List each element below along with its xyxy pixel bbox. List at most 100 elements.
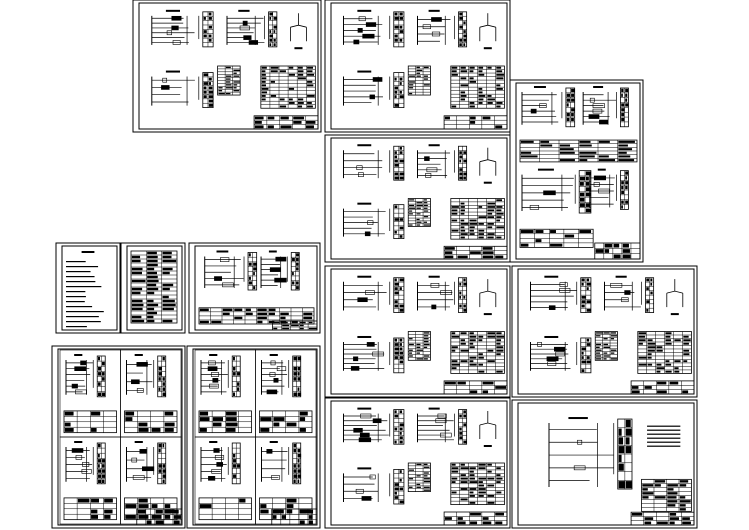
table-cell-text: [463, 414, 467, 418]
notes-text-line: [66, 266, 99, 268]
table-cell-text: [399, 427, 403, 431]
schematic-component: [248, 40, 259, 45]
table-cell-text: [222, 308, 233, 312]
table-cell-text: [158, 443, 162, 448]
table-cell-text: [520, 243, 529, 247]
table-cell-text: [451, 229, 459, 232]
table-cell-text: [268, 308, 276, 312]
drawing-sheet[interactable]: [51, 345, 186, 529]
table-cell-text: [657, 521, 668, 525]
table-cell-text: [293, 469, 297, 473]
table-cell-text: [394, 487, 399, 491]
table-cell-text: [679, 508, 686, 511]
schematic-component: [365, 22, 377, 27]
drawing-sheet[interactable]: [186, 345, 321, 529]
table-cell-text: [621, 113, 625, 117]
table-cell-text: [280, 320, 287, 324]
table-cell-text: [297, 367, 301, 371]
drawing-sheet[interactable]: [55, 242, 121, 334]
table-cell-text: [299, 417, 306, 421]
schematic-component: [431, 304, 437, 310]
table-cell-text: [158, 387, 161, 391]
table-cell-text: [394, 172, 399, 176]
table-cell-text: [131, 319, 145, 323]
table-cell-text: [423, 66, 429, 69]
note-text-line: [647, 433, 681, 435]
drawing-sheet[interactable]: [324, 0, 511, 133]
table-cell-text: [233, 367, 236, 371]
drawing-sheet[interactable]: [120, 242, 186, 334]
table-cell-text: [423, 221, 428, 223]
table-cell-text: [451, 212, 458, 215]
table-cell-text: [125, 504, 137, 508]
table-cell-text: [138, 422, 148, 427]
table-cell-text: [638, 335, 646, 338]
table-cell-text: [273, 38, 276, 42]
table-cell-text: [416, 72, 421, 74]
table-cell-text: [618, 151, 627, 154]
table-cell-text: [162, 287, 170, 291]
table-cell-text: [579, 144, 592, 147]
drawing-sheet[interactable]: [509, 79, 644, 263]
schematic-component: [266, 389, 278, 395]
drawing-sheet[interactable]: [188, 242, 321, 334]
table-cell-text: [151, 428, 161, 432]
table-cell-text: [535, 239, 542, 243]
table-cell-text: [463, 34, 467, 38]
drawing-sheet[interactable]: [511, 399, 698, 529]
symbol-label: [294, 47, 303, 50]
table-cell-text: [399, 304, 404, 308]
table-cell-text: [674, 339, 681, 342]
table-cell-text: [203, 73, 209, 77]
table-cell-text: [138, 504, 149, 508]
table-cell-text: [203, 30, 207, 33]
table-cell-text: [279, 98, 285, 101]
table-cell-text: [444, 251, 453, 254]
table-cell-text: [460, 481, 468, 483]
table-cell-text: [469, 495, 475, 497]
table-cell-text: [416, 66, 420, 69]
table-cell-text: [64, 428, 74, 432]
table-cell-text: [199, 411, 209, 416]
schematic-component: [353, 427, 363, 433]
drawing-sheet[interactable]: [511, 265, 698, 398]
table-cell-text: [618, 144, 628, 147]
table-cell-text: [495, 386, 507, 389]
schematic-component: [431, 31, 441, 37]
table-cell-text: [646, 300, 650, 304]
drawing-sheet[interactable]: [324, 397, 511, 529]
table-cell-text: [459, 17, 463, 20]
table-cell-text: [496, 216, 502, 219]
drawing-sheet[interactable]: [324, 265, 511, 398]
table-cell-text: [586, 282, 591, 286]
table-cell-text: [222, 312, 230, 316]
table-cell-text: [451, 219, 458, 222]
table-cell-text: [399, 226, 404, 230]
notes-text-line: [66, 311, 104, 313]
table-cell-text: [469, 346, 475, 349]
table-cell-text: [540, 140, 550, 143]
drawing-sheet[interactable]: [132, 0, 322, 133]
table-cell-text: [399, 287, 402, 290]
table-cell-text: [470, 521, 478, 525]
table-cell-text: [459, 427, 462, 431]
table-cell-text: [292, 272, 294, 276]
table-cell-text: [496, 491, 502, 494]
schematic-title: [165, 9, 180, 12]
sheet-inner-frame: [515, 82, 641, 260]
schematic-component: [214, 276, 223, 281]
table-cell-text: [394, 483, 399, 486]
table-cell-text: [423, 224, 431, 226]
table-cell-text: [102, 377, 105, 381]
schematic-title: [428, 275, 440, 278]
table-cell-text: [603, 358, 607, 360]
schematic-title: [209, 441, 218, 443]
table-cell-text: [237, 464, 241, 468]
table-cell-text: [638, 339, 646, 342]
table-cell-text: [399, 343, 402, 346]
table-cell-text: [416, 75, 421, 77]
table-cell-text: [566, 98, 571, 102]
table-cell-text: [669, 517, 679, 520]
drawing-sheet[interactable]: [324, 134, 511, 263]
